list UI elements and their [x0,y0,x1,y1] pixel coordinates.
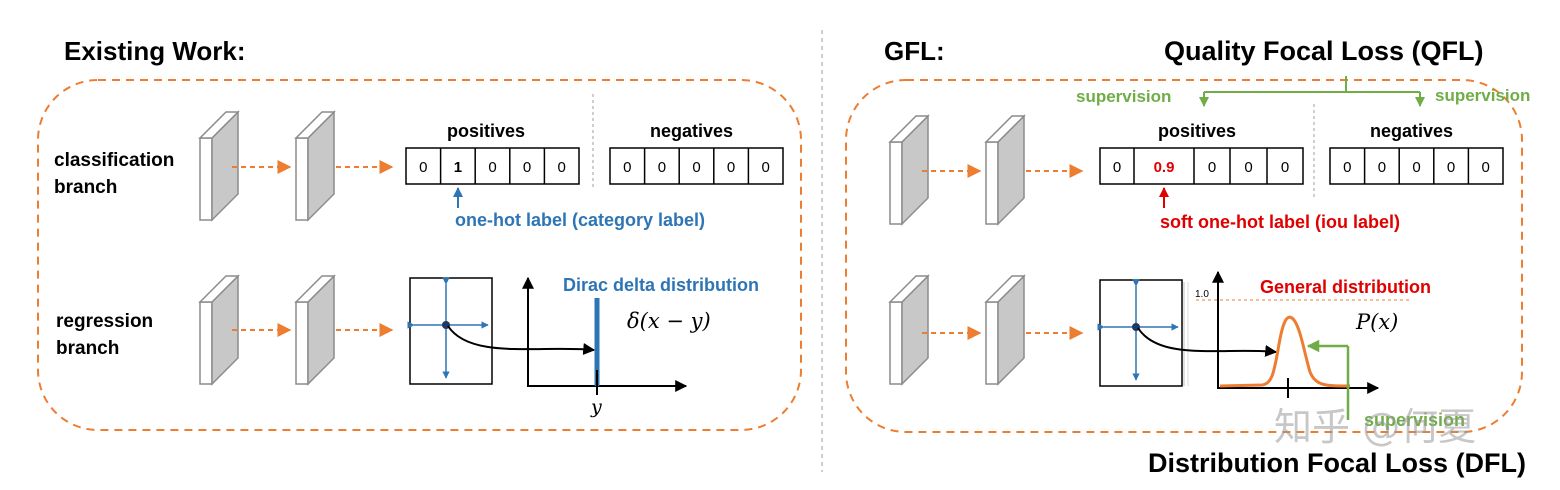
dfl-supervision-bracket [1306,339,1350,420]
label-cell: 0 [762,159,770,176]
px-formula: P(x) [1355,310,1398,334]
positives-header: positives [1158,121,1236,141]
classification-branch-label-line2: branch [54,177,117,198]
feature-map-panel [198,274,240,386]
bbox-regression-box [1097,279,1189,387]
supervision-left-label: supervision [1076,87,1171,106]
label-cell: 0 [523,159,531,176]
mapping-arrow [1137,327,1278,357]
general-distribution-curve [1219,315,1351,388]
dirac-caption: Dirac delta distribution [563,275,759,295]
label-cell: 0 [1447,159,1455,176]
label-cell: 0 [558,159,566,176]
positive-label-vector: 0 1 0 0 0 [405,147,580,185]
supervision-bottom-label: supervision [1364,410,1465,430]
regression-branch-label-line1: regression [56,311,153,332]
right-dashed-frame [845,79,1523,433]
label-cell: 0 [727,159,735,176]
label-cell: 0 [1482,159,1490,176]
label-cell: 0 [1378,159,1386,176]
label-cell: 0 [1281,159,1289,176]
feature-map-panel [984,274,1026,386]
label-cell: 0 [1343,159,1351,176]
negatives-header: negatives [650,121,733,141]
positives-header: positives [447,121,525,141]
feature-map-panel [888,274,930,386]
mapping-arrow [447,325,596,355]
negatives-header: negatives [1370,121,1453,141]
label-cell: 0 [419,159,427,176]
regression-branch-label-line2: branch [56,338,119,359]
label-cell: 0 [488,159,496,176]
onehot-caption: one-hot label (category label) [455,210,705,230]
soft-label-caption: soft one-hot label (iou label) [1160,212,1400,232]
feature-map-panel [198,110,240,222]
feature-map-panel [888,114,930,226]
negative-label-vector: 0 0 0 0 0 [1329,147,1504,185]
watermark: 知乎 @何夏 [1274,405,1476,449]
left-title: Existing Work: [64,36,246,66]
label-cell: 0 [1208,159,1216,176]
label-cell: 1 [454,159,462,176]
feature-map-panel [294,110,336,222]
label-cell: 0 [1412,159,1420,176]
feature-map-panel [984,114,1026,226]
right-title: GFL: [884,36,945,66]
general-distribution-caption: General distribution [1260,277,1431,297]
dirac-axes [522,276,688,392]
label-cell: 0 [1113,159,1121,176]
soft-positive-label-vector: 0 0.9 0 0 0 [1099,147,1304,185]
qfl-title: Quality Focal Loss (QFL) [1164,36,1484,66]
negative-label-vector: 0 0 0 0 0 [609,147,784,185]
qfl-supervision-bracket [1199,76,1425,107]
y-tick-label: 1.0 [1195,289,1209,300]
label-cell: 0 [1244,159,1252,176]
label-cell: 0.9 [1154,159,1175,176]
classification-branch-label-line1: classification [54,150,174,171]
feature-map-panel [294,274,336,386]
dirac-formula: δ(x − y) [627,309,711,333]
axis-y-label: y [590,396,602,418]
label-cell: 0 [658,159,666,176]
supervision-right-label: supervision [1435,86,1530,105]
label-cell: 0 [692,159,700,176]
label-cell: 0 [623,159,631,176]
dfl-title: Distribution Focal Loss (DFL) [1148,448,1526,478]
general-distribution-axes [1212,270,1380,398]
